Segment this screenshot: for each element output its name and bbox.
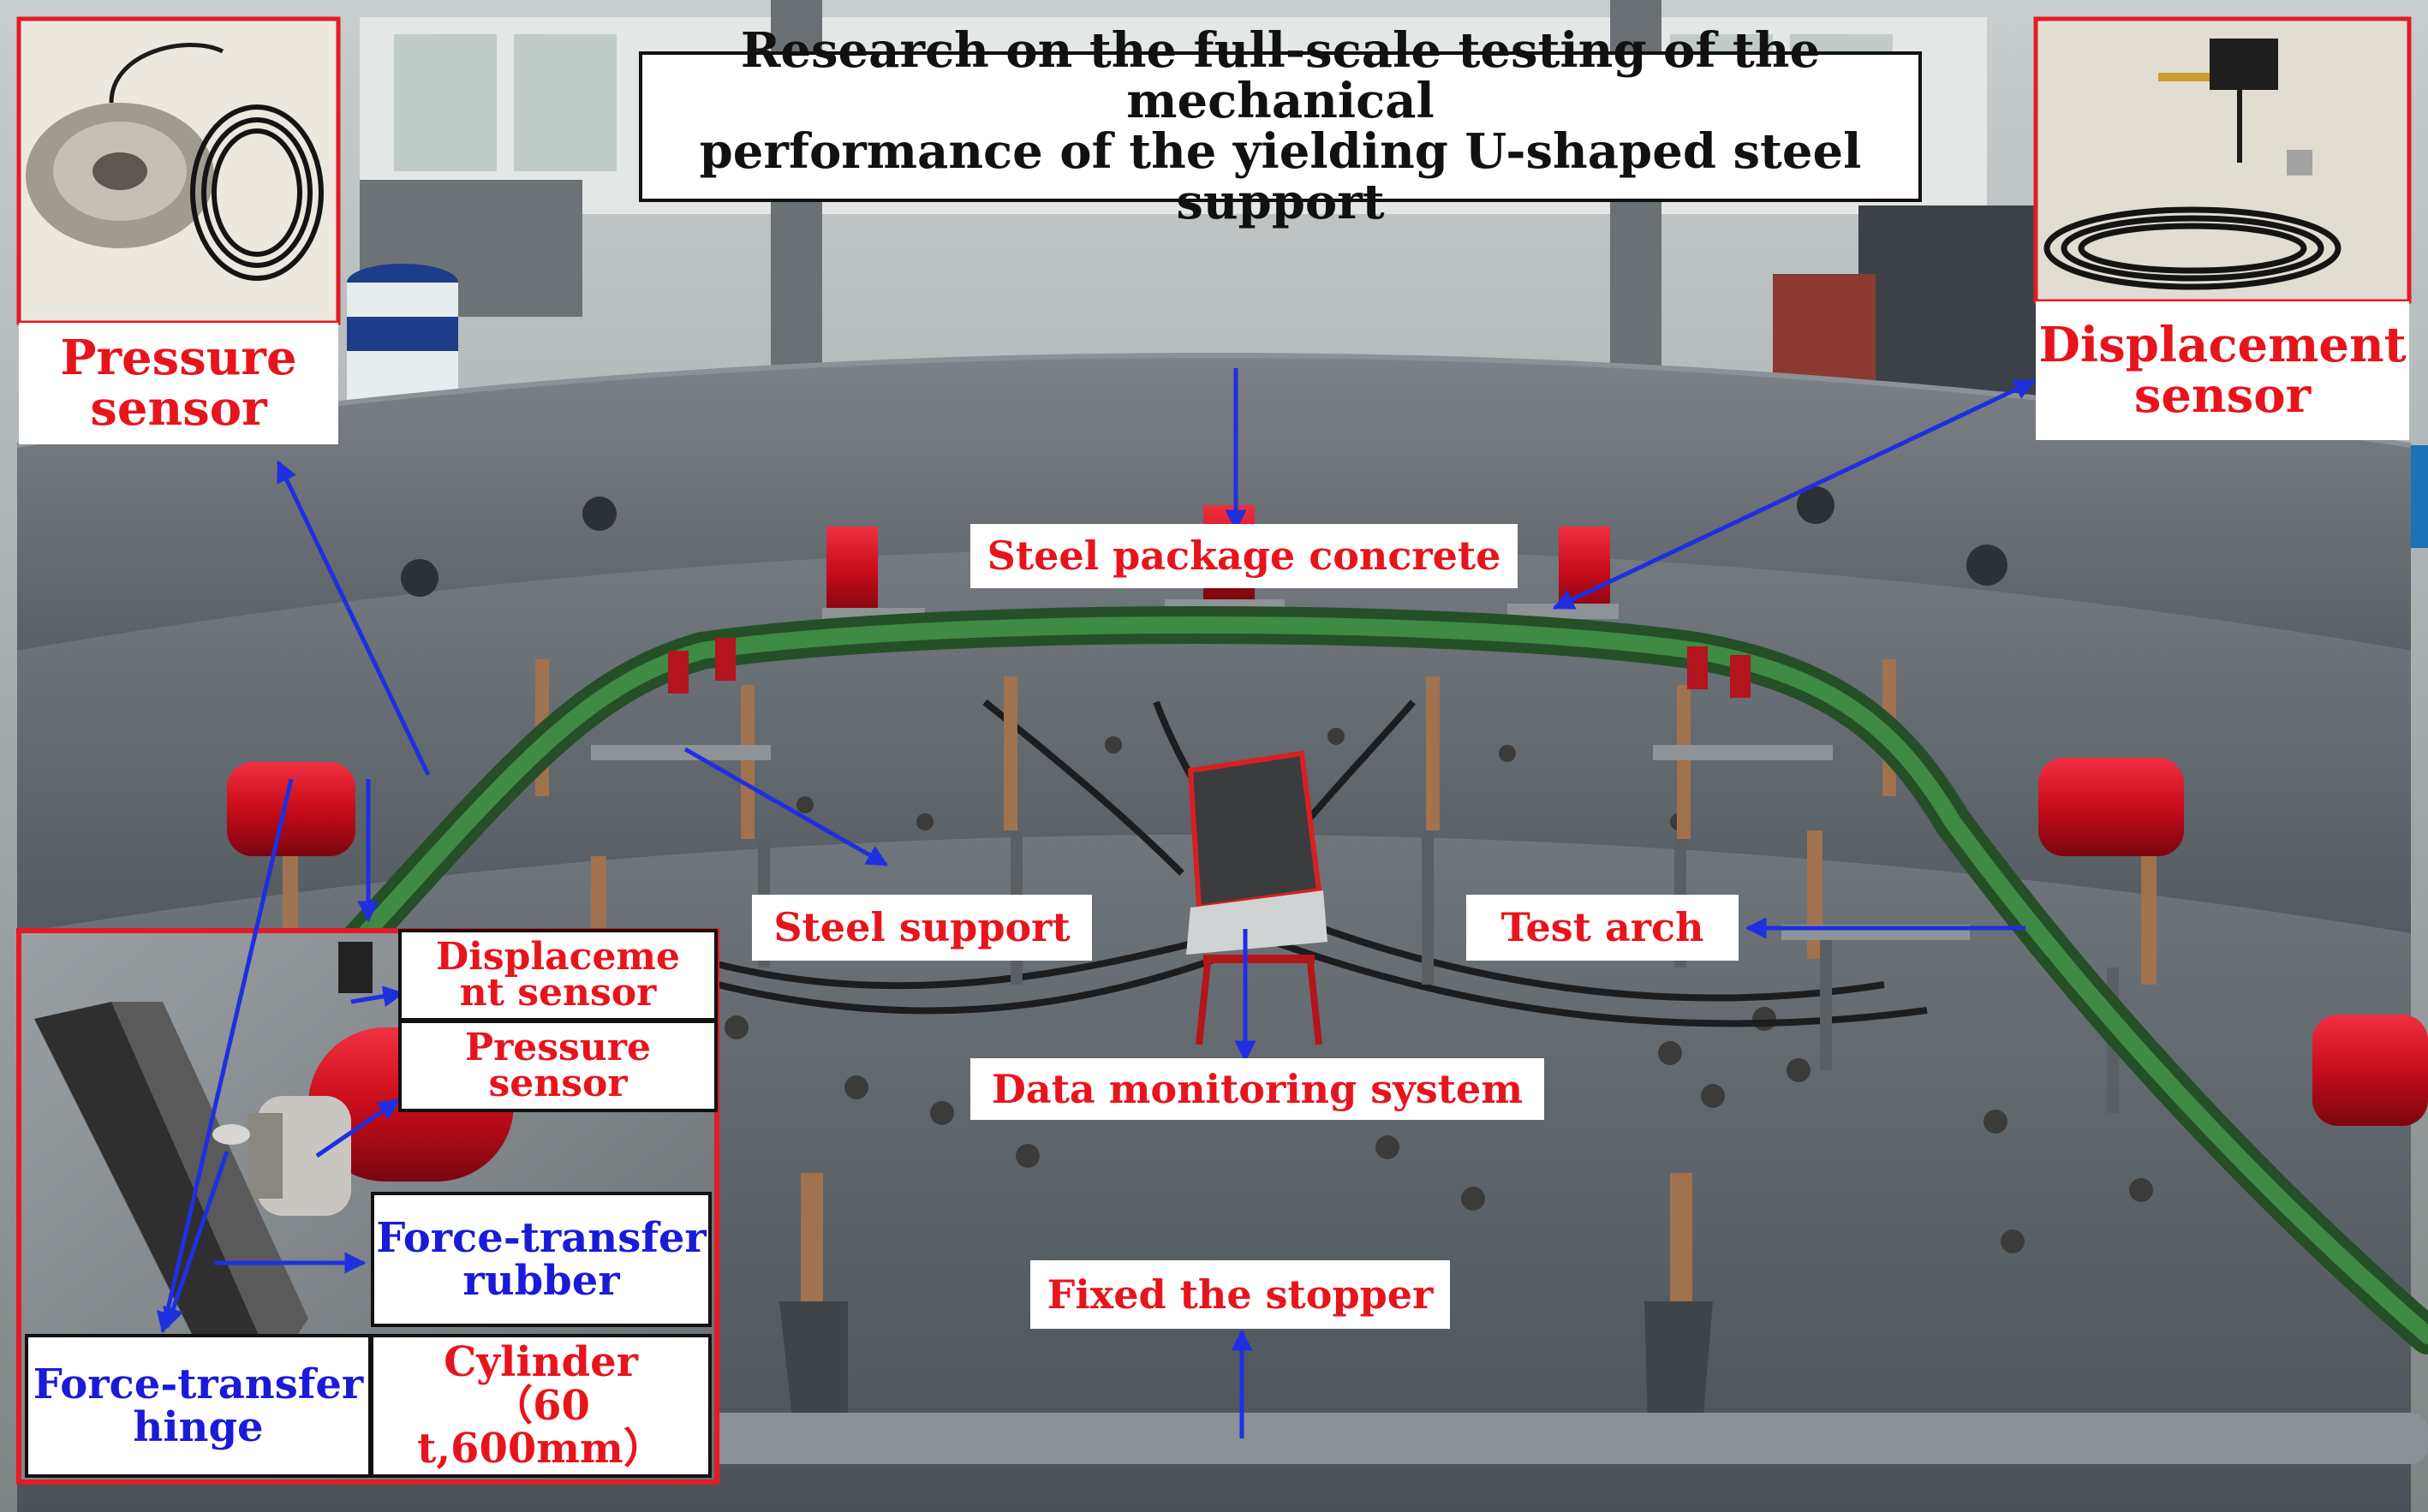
inset-pressure-sensor-label: Pressure sensor (398, 1020, 718, 1112)
data-monitoring-system-label: Data monitoring system (970, 1058, 1544, 1120)
inset-displacement-sensor-label: Displaceme nt sensor (398, 929, 718, 1021)
fixed-stopper-label: Fixed the stopper (1030, 1260, 1450, 1329)
test-arch-label: Test arch (1466, 895, 1739, 961)
steel-package-concrete-label: Steel package concrete (970, 524, 1518, 588)
displacement-sensor-label: Displacement sensor (2036, 301, 2409, 440)
pressure-sensor-label: Pressure sensor (19, 323, 338, 444)
force-transfer-hinge-label: Force-transfer hinge (25, 1334, 372, 1478)
cylinder-label: Cylinder （60 t,600mm） (370, 1334, 712, 1478)
figure-title: Research on the full-scale testing of th… (639, 26, 1922, 227)
steel-support-label: Steel support (752, 895, 1092, 961)
force-transfer-rubber-label: Force-transfer rubber (371, 1192, 712, 1327)
